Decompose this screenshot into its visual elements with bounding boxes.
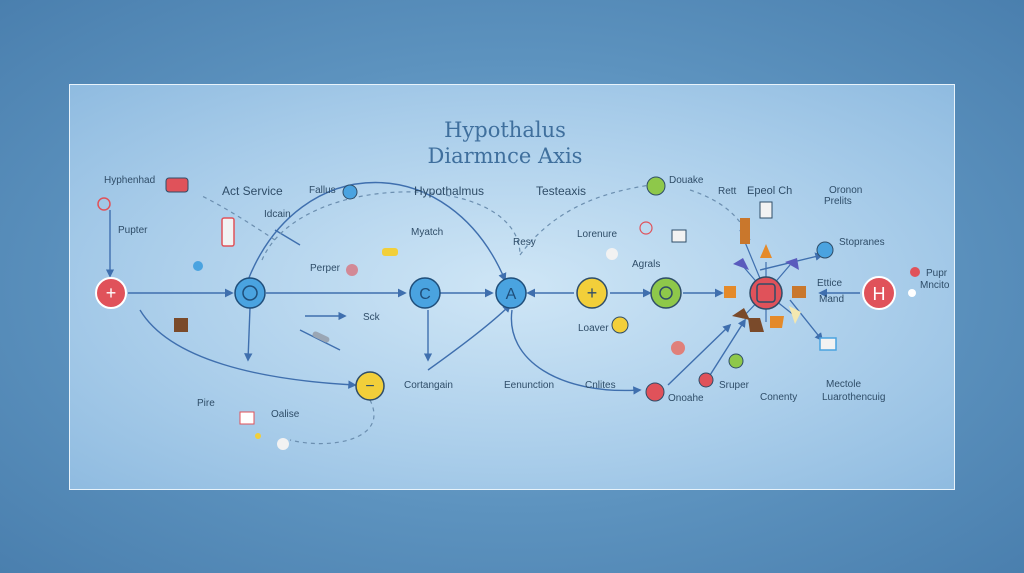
- label-myatch: Myatch: [411, 227, 443, 238]
- label-agrals: Agrals: [632, 259, 660, 270]
- node-c: C: [409, 277, 441, 309]
- node-minus-glyph: −: [365, 378, 374, 395]
- label-resy: Resy: [513, 237, 536, 248]
- title-line-1: Hypothalus: [444, 118, 566, 142]
- node-h: H: [862, 276, 896, 310]
- label-pupr: Pupr: [926, 268, 948, 279]
- label-mectole: Mectole: [826, 379, 861, 390]
- node-c-glyph: C: [419, 286, 431, 303]
- node-yellow-plus: +: [576, 277, 608, 309]
- label-eenunction: Eenunction: [504, 380, 554, 391]
- node-minus: −: [355, 371, 385, 401]
- label-oalise: Oalise: [271, 409, 300, 420]
- label-luarothencuig: Luarothencuig: [822, 392, 885, 403]
- diagram-title: Hypothalus Diarmnce Axis: [428, 118, 583, 168]
- label-conenty: Conenty: [760, 392, 797, 403]
- label-cnlites: Cnlites: [585, 380, 616, 391]
- node-hub: [749, 276, 783, 310]
- label-hypothalmus: Hypothalmus: [414, 184, 484, 198]
- label-hyphenhad: Hyphenhad: [104, 175, 155, 186]
- node-cycle: [234, 277, 266, 309]
- hub-petals: [724, 244, 806, 332]
- label-epeol-ch: Epeol Ch: [747, 185, 792, 197]
- label-perper: Perper: [310, 263, 341, 274]
- label-mncito: Mncito: [920, 280, 950, 291]
- node-green: [650, 277, 682, 309]
- node-yellow-plus-glyph: +: [587, 283, 598, 303]
- label-lorenure: Lorenure: [577, 229, 617, 240]
- label-sruper: Sruper: [719, 380, 750, 391]
- label-prelits: Prelits: [824, 196, 852, 207]
- label-loaver: Loaver: [578, 323, 609, 334]
- label-pupter: Pupter: [118, 225, 148, 236]
- label-oronon: Oronon: [829, 185, 862, 196]
- label-testeaxis: Testeaxis: [536, 184, 586, 198]
- node-h-glyph: H: [873, 284, 886, 304]
- label-act-service: Act Service: [222, 184, 283, 198]
- label-mand: Mand: [819, 294, 844, 305]
- decorative-icons: [97, 177, 920, 450]
- node-a: A: [495, 277, 527, 309]
- node-small-red: [645, 372, 714, 402]
- node-small-blue: [193, 176, 834, 369]
- node-a-glyph: A: [506, 286, 517, 303]
- label-idcain: Idcain: [264, 209, 291, 220]
- title-line-2: Diarmnce Axis: [428, 144, 583, 168]
- label-cortangain: Cortangain: [404, 380, 453, 391]
- labels: Hyphenhad Act Service Fallus Hypothalmus…: [104, 175, 950, 420]
- label-rett: Rett: [718, 186, 737, 197]
- node-plus: +: [95, 277, 127, 309]
- label-douake: Douake: [669, 175, 704, 186]
- label-pire: Pire: [197, 398, 215, 409]
- label-onoahe: Onoahe: [668, 393, 704, 404]
- label-stopranes: Stopranes: [839, 237, 885, 248]
- label-fallus: Fallus: [309, 185, 336, 196]
- label-ettice: Ettice: [817, 278, 842, 289]
- arc-connections: [105, 182, 824, 395]
- label-sck: Sck: [363, 312, 381, 323]
- node-plus-glyph: +: [106, 283, 117, 303]
